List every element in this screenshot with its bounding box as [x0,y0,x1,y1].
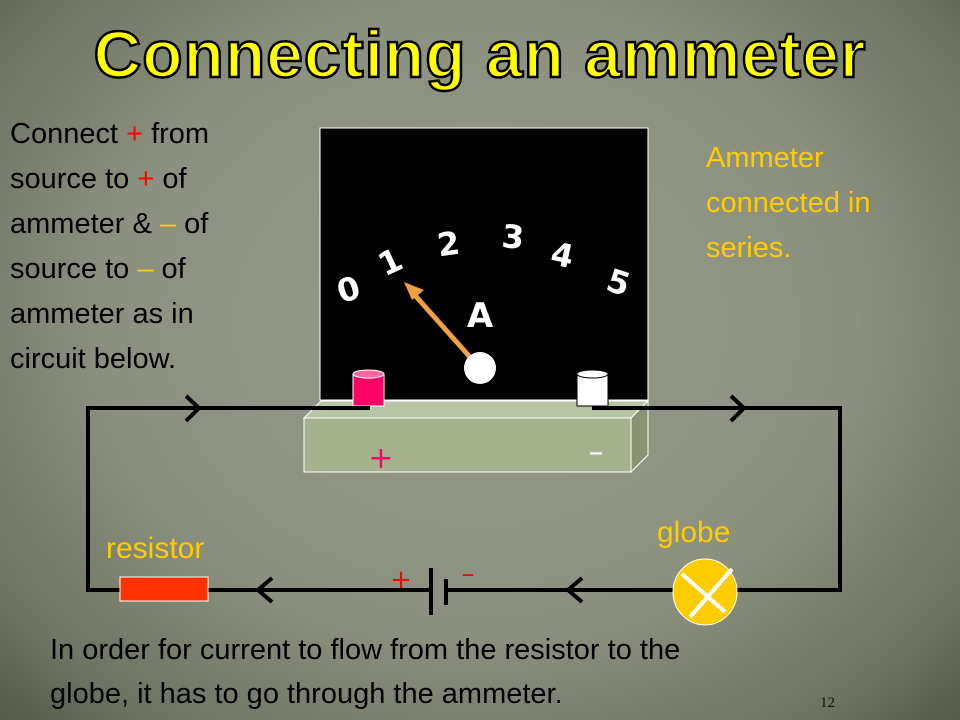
scale-2: 2 [435,224,462,265]
text: circuit below. [10,343,177,375]
terminal-minus-label: – [589,435,604,470]
globe-icon [672,558,738,626]
text: of [153,253,186,285]
plus-sign: + [137,163,155,195]
battery-symbol [429,568,448,615]
text: ammeter as in [10,298,194,330]
arrow-right-icon [729,394,747,423]
ammeter-base [302,399,650,474]
explanation-text: In order for current to flow from the re… [50,634,681,710]
needle-pivot [464,352,496,384]
page-number: 12 [820,695,835,711]
battery-minus: – [462,559,475,589]
resistor-label: resistor [106,532,205,565]
needle [404,282,480,368]
minus-sign: – [137,253,154,285]
current-arrows [184,394,747,604]
unit-label: A [467,296,494,336]
arrow-left-icon [254,576,274,604]
resistor [119,576,209,602]
plus-sign: + [126,118,144,150]
text: from [143,118,210,150]
positive-terminal[interactable] [352,369,385,407]
arrow-right-icon [184,394,202,423]
circuit-wires [86,406,842,592]
scale-3: 3 [500,217,525,257]
terminal-plus-label: + [368,441,393,476]
text: of [154,163,187,195]
series-note: Ammeter connected in series. [706,142,871,264]
text: source to [10,163,138,195]
text: source to [10,253,138,285]
instruction-text: Connect + from source to + of ammeter & … [10,112,209,382]
slide-title: Connecting an ammeter [92,16,867,93]
arrow-left-icon [564,576,584,604]
text: Connect [10,118,127,150]
negative-terminal[interactable] [576,369,609,407]
minus-sign: – [159,208,177,240]
battery-plus: + [390,565,412,595]
text: ammeter & [10,208,160,240]
globe-label: globe [657,516,731,549]
text: of [176,208,209,240]
